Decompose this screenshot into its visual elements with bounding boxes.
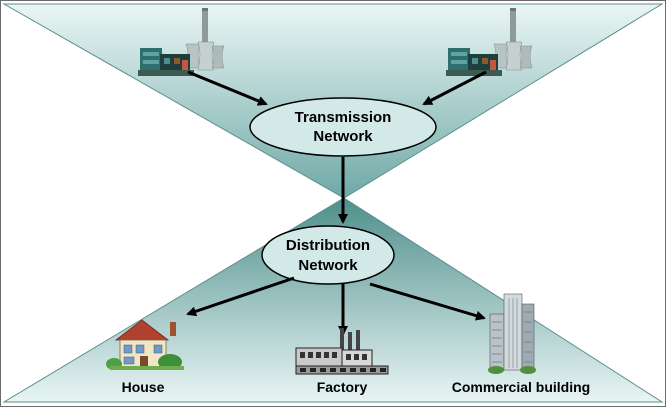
factory-icon <box>295 328 389 375</box>
factory-label: Factory <box>317 379 368 395</box>
arrow-distribution-to-commercial <box>369 282 486 321</box>
commercial-building-icon <box>488 293 536 374</box>
power-plant-icon <box>446 8 533 76</box>
arrow-distribution-to-house <box>186 276 295 317</box>
distribution-label-line1: Distribution <box>286 237 370 254</box>
house-icon <box>106 319 184 370</box>
power-plant-icon <box>138 8 225 76</box>
arrow-left-plant-to-transmission <box>187 70 268 106</box>
transmission-label-line2: Network <box>313 128 373 145</box>
commercial-building-label: Commercial building <box>452 379 590 395</box>
arrow-right-plant-to-transmission <box>422 70 487 106</box>
transmission-label-line1: Transmission <box>295 109 392 126</box>
distribution-network-node: Distribution Network <box>261 225 395 285</box>
distribution-label-line2: Network <box>298 257 358 274</box>
house-label: House <box>122 379 165 395</box>
transmission-network-node: Transmission Network <box>249 97 437 157</box>
